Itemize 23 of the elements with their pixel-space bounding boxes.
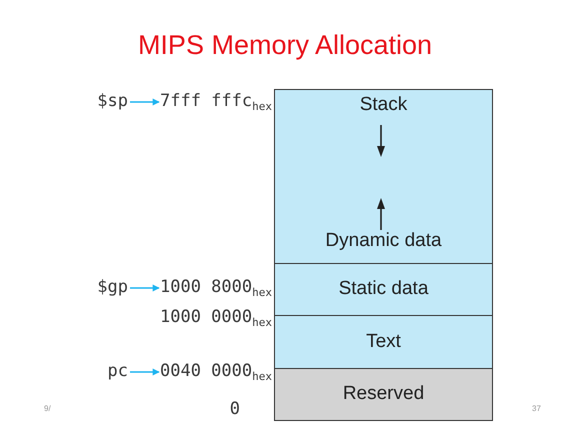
memory-segment [274,368,493,421]
segment-label: Text [366,330,401,352]
segment-label: Reserved [342,383,424,405]
segment-label: Stack [360,94,408,116]
memory-address: 1000 0000$_{hex}$ [160,307,272,327]
memory-address: 7fff fffc$_{hex}$ [160,91,272,111]
register-label: $gp [97,277,128,297]
memory-address: 0040 0000$_{hex}$ [160,361,272,381]
pointer-arrow [130,368,160,376]
pointer-arrow [130,98,160,106]
title: MIPS Memory Allocation [136,30,434,61]
memory-segment [274,315,493,369]
page-number: 37 [532,404,541,413]
pointer-arrow [130,284,160,292]
register-label: pc [108,361,128,381]
segment-label: Static data [338,278,428,300]
memory-address: 0 [230,399,240,419]
memory-segment [274,263,493,316]
register-label: $sp [97,91,128,111]
memory-segment [274,89,493,264]
segment-label: Dynamic data [325,230,442,252]
memory-address: 1000 8000$_{hex}$ [160,277,272,297]
slide-date: 9/ [44,404,51,413]
